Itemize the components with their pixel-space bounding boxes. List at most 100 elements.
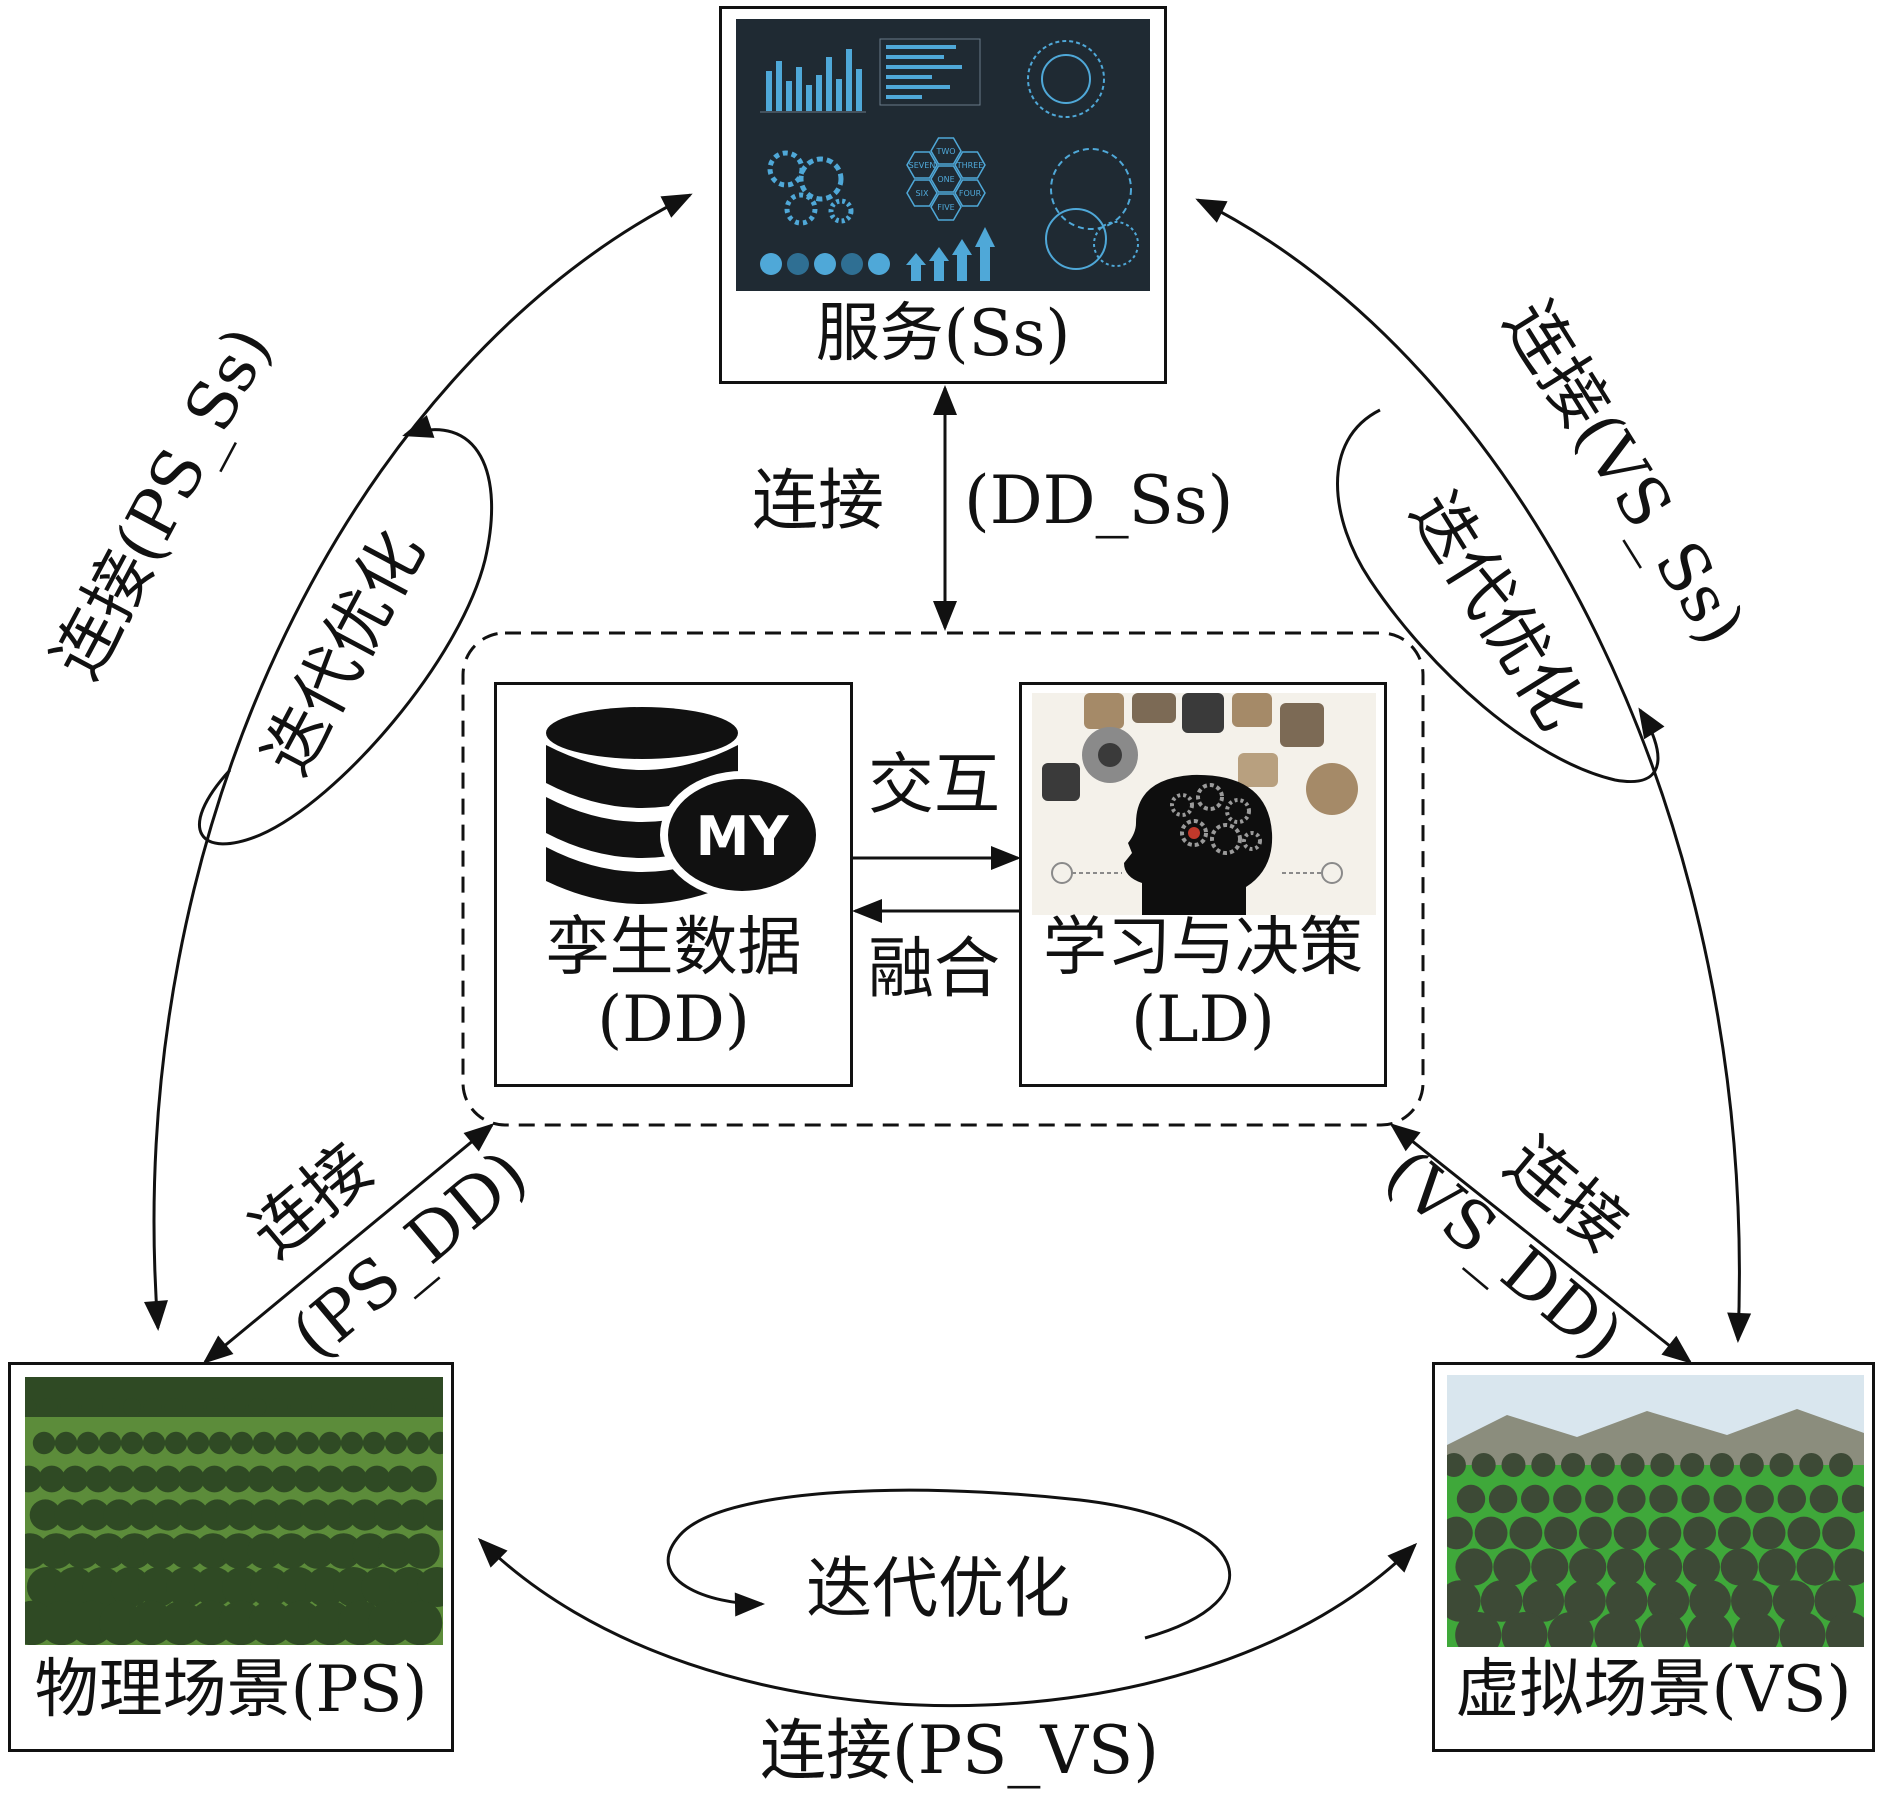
orchard-tree [340, 1431, 364, 1455]
connect-dd-ss-label-a: 连接 [752, 462, 884, 539]
orchard-tree [275, 1499, 307, 1531]
arrow-vs-ss [1195, 198, 1752, 1343]
orchard-tree [142, 1533, 179, 1569]
orchard-tree [373, 1398, 392, 1416]
orchard-tree [351, 1533, 388, 1569]
orchard-tree [221, 1533, 257, 1569]
virtual-tree [1564, 1580, 1606, 1622]
orchard-tree [39, 1398, 58, 1416]
orchard-tree [38, 1465, 66, 1493]
orchard-tree [410, 1465, 437, 1493]
orchard-tree [110, 1567, 151, 1607]
orchard-tree [318, 1431, 342, 1455]
orchard-tree [32, 1431, 56, 1455]
virtual-tree [1594, 1612, 1641, 1647]
virtual-tree [1796, 1548, 1834, 1586]
orchard-tree [128, 1499, 160, 1531]
dashboard-gauges [1027, 40, 1139, 270]
dashboard-hexagon-label: SIX [916, 189, 929, 198]
virtual-tree [1841, 1484, 1864, 1514]
virtual-tree [1447, 1453, 1466, 1477]
fusion-label: 融合 [868, 930, 1000, 1007]
virtual-tree [1733, 1612, 1780, 1647]
virtual-tree [1579, 1516, 1612, 1550]
virtual-tree [1682, 1548, 1720, 1586]
database-icon-text: MY [696, 805, 790, 868]
virtual-tree [1713, 1484, 1742, 1514]
orchard-tree [352, 1398, 371, 1416]
dashboard-hexagon-label: FOUR [959, 189, 982, 198]
dashboard-hexagon [906, 151, 938, 179]
orchard-tree [384, 1431, 408, 1455]
orchard-tree [293, 1465, 321, 1493]
orchard-tree [423, 1499, 443, 1531]
orchard-tree [90, 1533, 127, 1569]
orchard-tree [25, 1398, 37, 1416]
virtual-tree [1613, 1516, 1647, 1550]
virtual-tree [1648, 1516, 1682, 1550]
orchard-tree [54, 1499, 86, 1531]
virtual-tree [1640, 1612, 1687, 1647]
dashboard-gears [767, 150, 854, 226]
services-label: 服务(Ss) [815, 297, 1071, 371]
virtual-tree [1649, 1484, 1678, 1514]
virtual-tree [1522, 1580, 1565, 1622]
orchard-tree [317, 1465, 344, 1493]
dashboard-hexagon [930, 137, 962, 165]
orchard-tree [208, 1431, 232, 1455]
orchard-tree [26, 1567, 67, 1607]
brain-gears-image [1032, 693, 1376, 915]
twin-data-node: MY 孪生数据 (DD) [494, 682, 853, 1087]
virtual-tree [1686, 1612, 1733, 1647]
orchard-tree [386, 1465, 414, 1493]
virtual-tree [1471, 1453, 1496, 1477]
dashboard-up-arrows [906, 227, 995, 281]
virtual-tree [1480, 1580, 1523, 1622]
orchard-tree [274, 1431, 298, 1455]
orchard-tree [362, 1431, 386, 1455]
virtual-tree [1752, 1516, 1786, 1550]
physical-scene-node: 物理场景(PS) [8, 1362, 454, 1752]
idea-bubbles [1042, 693, 1358, 815]
orchard-tree [206, 1398, 225, 1416]
orchard-tree [82, 1567, 123, 1607]
orchard-tree [226, 1499, 258, 1531]
virtual-tree [1683, 1516, 1716, 1550]
orchard-tree [201, 1499, 233, 1531]
virtual-tree [1531, 1453, 1556, 1477]
orchard-tree [103, 1499, 135, 1531]
virtual-tree [1809, 1484, 1839, 1514]
virtual-tree [1544, 1516, 1577, 1550]
orchard-tree [54, 1567, 95, 1607]
orchard-tree [247, 1465, 275, 1493]
iter-bottom-label: 迭代优化 [806, 1550, 1070, 1627]
virtual-tree [1620, 1453, 1645, 1477]
orchard-tree [64, 1533, 101, 1569]
virtual-tree [1745, 1484, 1774, 1514]
iter-loop-left [198, 415, 493, 846]
orchard-tree [269, 1398, 288, 1416]
arrow-ps-dd [202, 1123, 495, 1364]
orchard-tree [248, 1398, 267, 1416]
orchard-tree [324, 1499, 356, 1531]
virtual-tree [1731, 1580, 1773, 1622]
orchard-tree [415, 1398, 434, 1416]
orchard-tree [397, 1600, 443, 1645]
virtual-tree [1501, 1612, 1548, 1647]
virtual-tree [1799, 1453, 1824, 1477]
virtual-tree [1561, 1453, 1585, 1477]
virtual-tree [1585, 1484, 1614, 1514]
orchard-tree [166, 1567, 207, 1607]
orchard-tree [406, 1431, 430, 1455]
orchard-tree [186, 1431, 210, 1455]
virtual-tree [1547, 1612, 1594, 1647]
virtual-tree [1493, 1548, 1531, 1586]
virtual-tree [1455, 1548, 1493, 1586]
orchard-tree [340, 1465, 368, 1493]
virtual-tree [1814, 1580, 1856, 1622]
orchard-tree [290, 1398, 309, 1416]
arrow-ps-vs [477, 1537, 1418, 1708]
orchard-tree [224, 1465, 252, 1493]
virtual-tree [1605, 1580, 1648, 1622]
orchard-tree [270, 1465, 298, 1493]
